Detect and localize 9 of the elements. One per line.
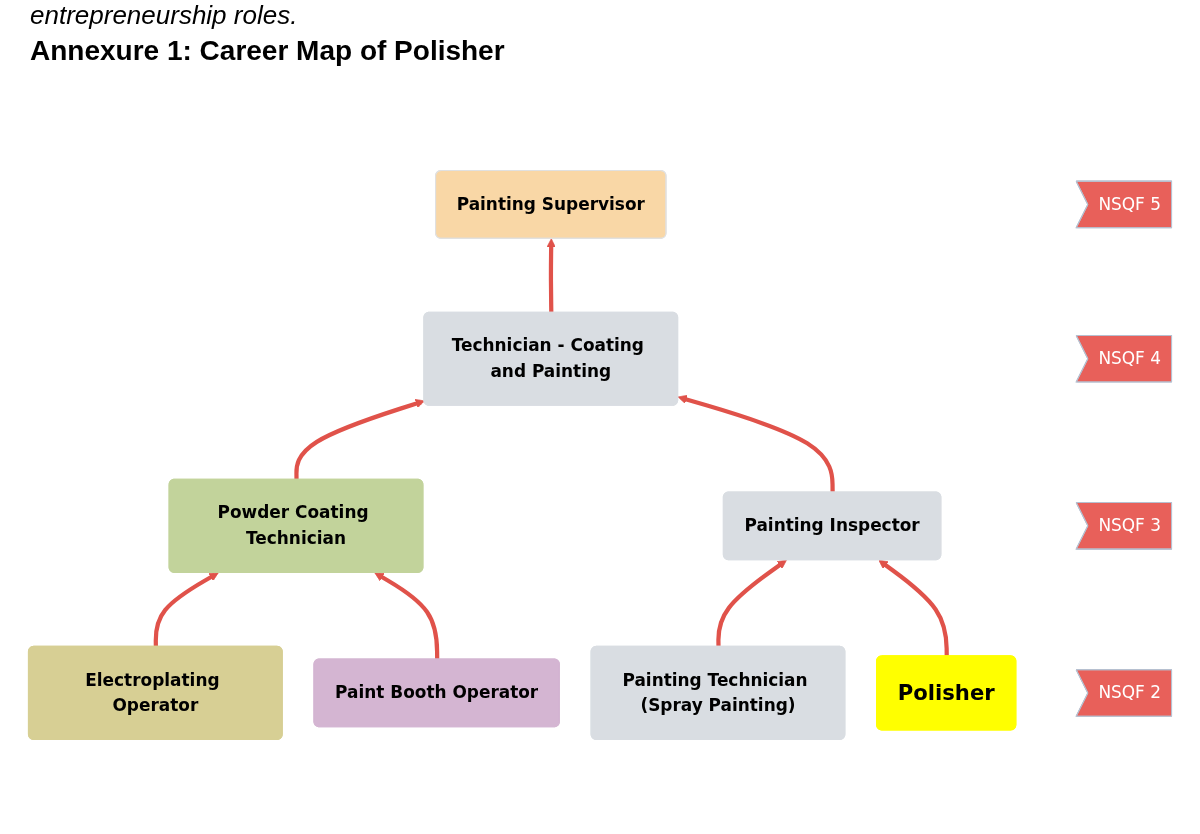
arrow: [546, 238, 556, 313]
arrow: [878, 559, 949, 657]
note-text: entrepreneurship roles.: [30, 0, 299, 31]
arrow: [716, 559, 787, 647]
arrow: [153, 572, 219, 647]
arrow: [374, 572, 440, 660]
title: Annexure 1: Career Map of Polisher: [30, 35, 505, 67]
arrow: [677, 394, 835, 493]
arrow: [294, 399, 425, 480]
